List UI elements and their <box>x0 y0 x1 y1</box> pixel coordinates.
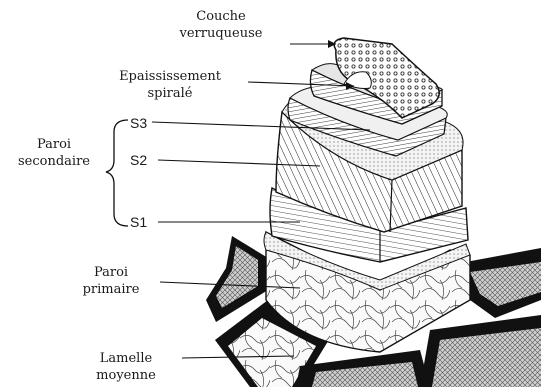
label-s3: S3 <box>130 115 147 131</box>
label-paroi-prim-line2: primaire <box>66 281 156 298</box>
label-epaississement-spirale: Epaississement spiralé <box>100 68 240 102</box>
label-lamelle-line1: Lamelle <box>76 350 176 367</box>
label-paroi-sec-line1: Paroi <box>4 136 104 153</box>
label-paroi-secondaire: Paroi secondaire <box>4 136 104 170</box>
label-s2: S2 <box>130 152 147 168</box>
label-paroi-prim-line1: Paroi <box>66 264 156 281</box>
label-epaississement-line1: Epaississement <box>100 68 240 85</box>
label-paroi-sec-line2: secondaire <box>4 153 104 170</box>
label-paroi-primaire: Paroi primaire <box>66 264 156 298</box>
label-s1: S1 <box>130 214 147 230</box>
label-couche-line2: verruqueuse <box>166 25 276 42</box>
label-couche-line1: Couche <box>166 8 276 25</box>
label-epaississement-line2: spiralé <box>100 85 240 102</box>
label-couche-verruqueuse: Couche verruqueuse <box>166 8 276 42</box>
label-lamelle-line2: moyenne <box>76 367 176 384</box>
secondary-wall-bracket <box>106 120 128 226</box>
label-lamelle-moyenne: Lamelle moyenne <box>76 350 176 384</box>
